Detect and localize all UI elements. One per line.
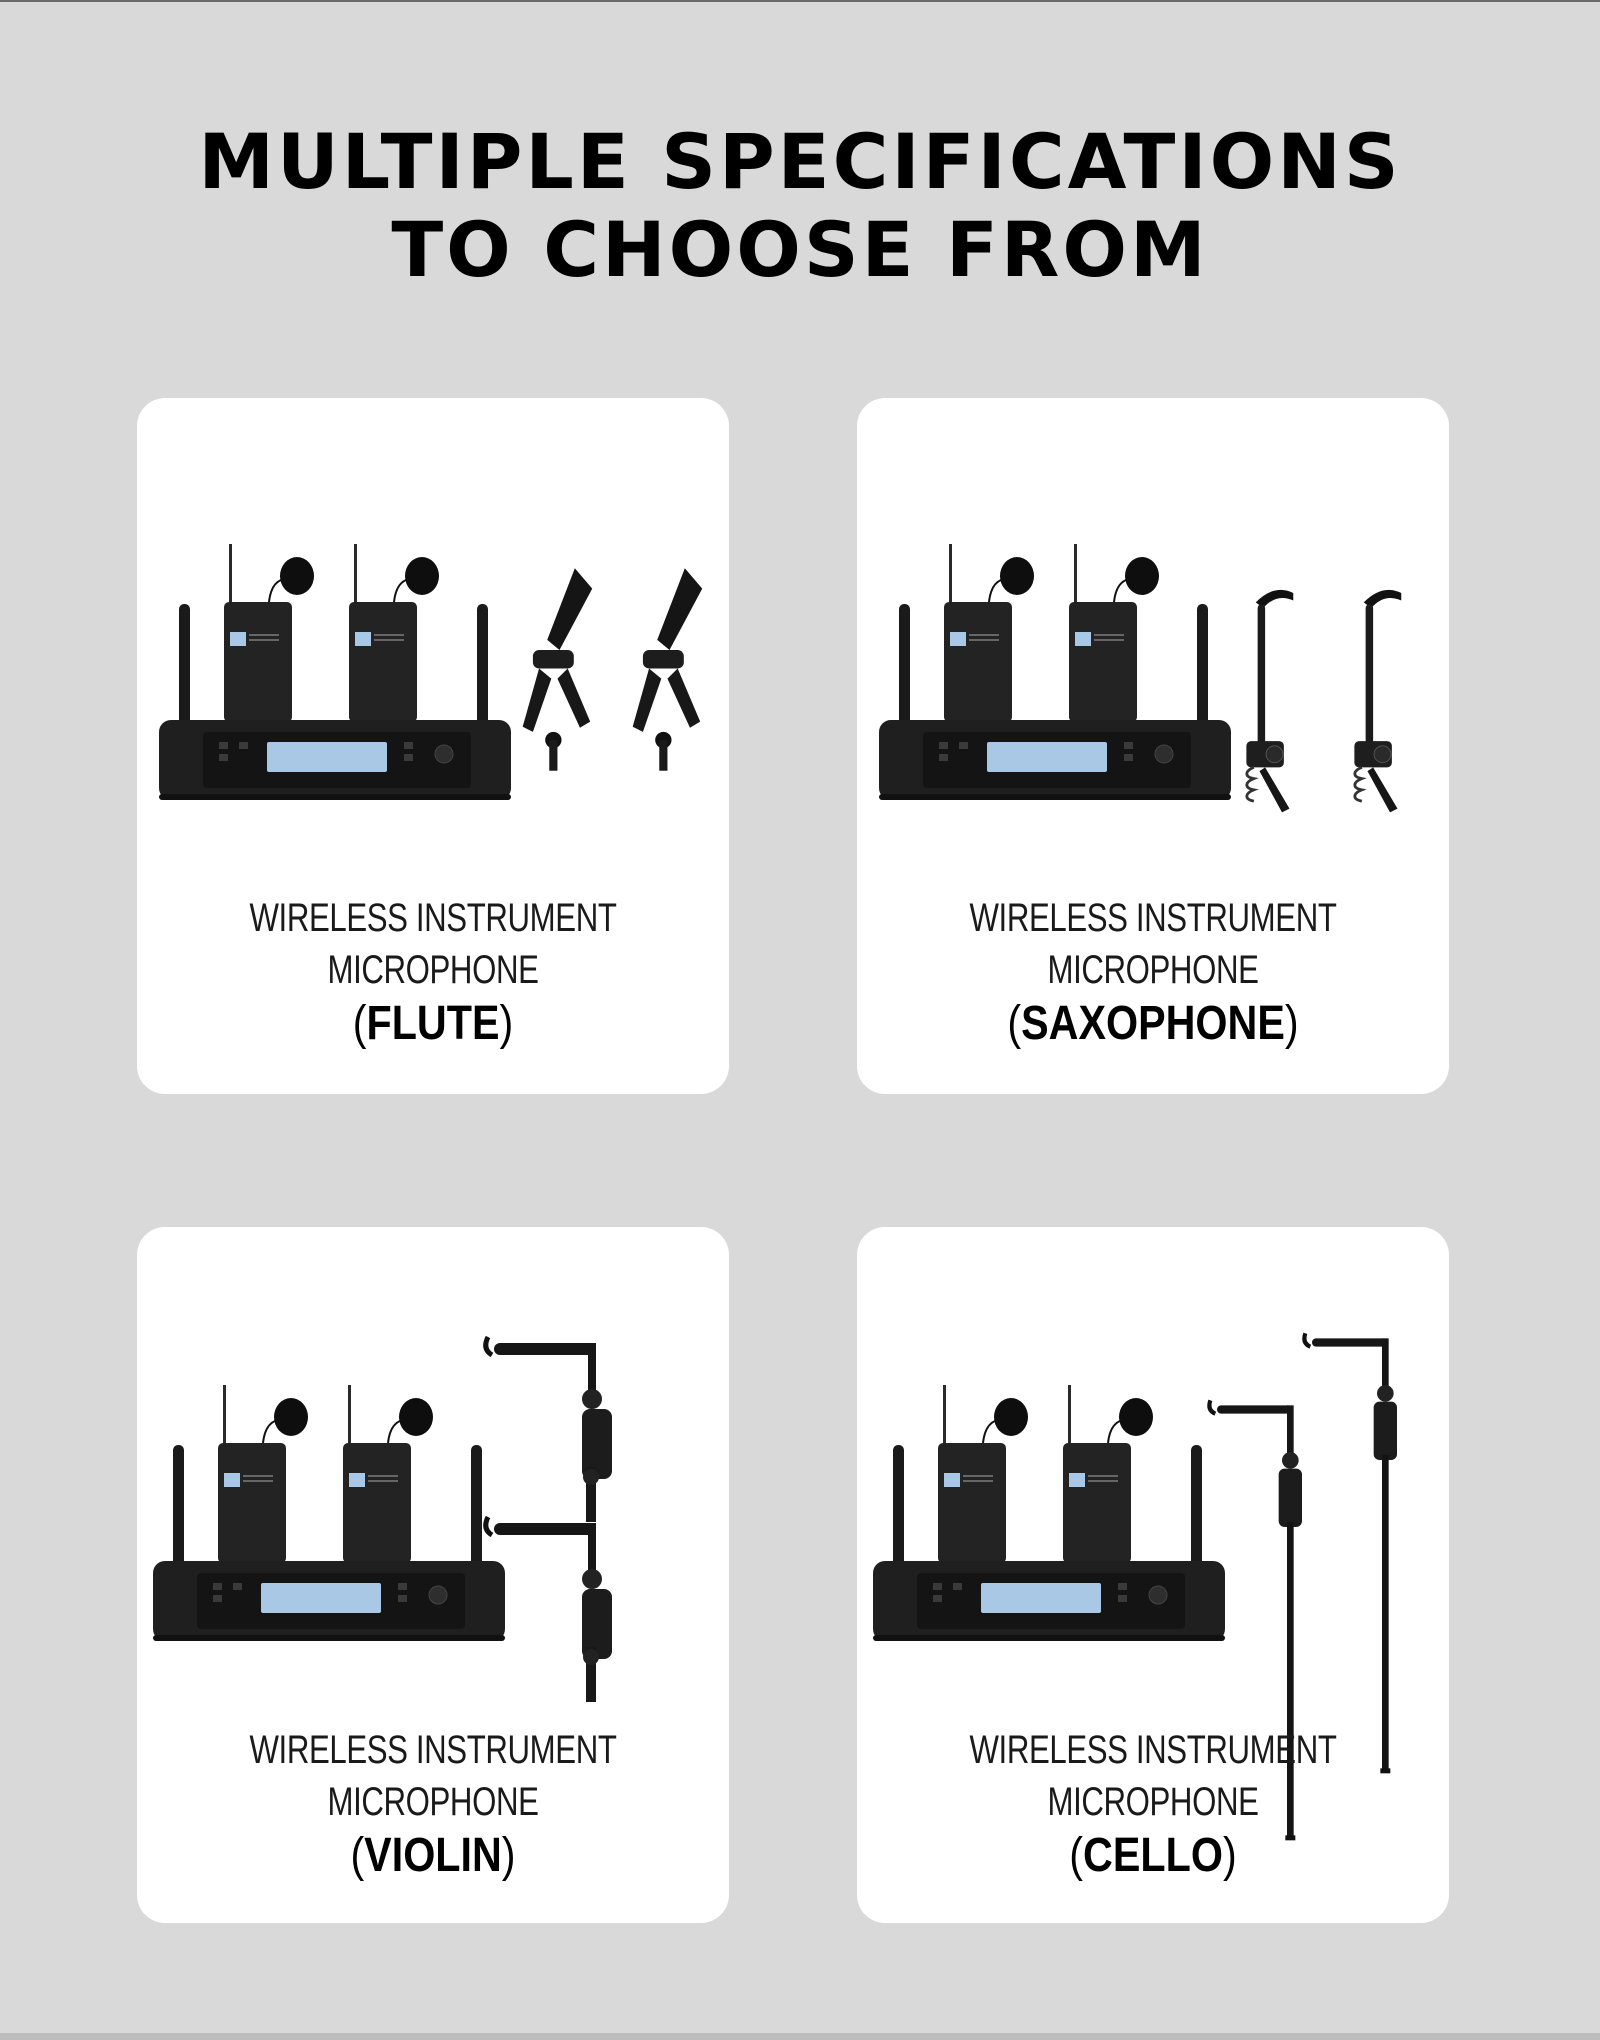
caption-line-2: MICROPHONE [327,1780,539,1824]
clamp-mount-icon [522,568,703,771]
caption-variant: (FLUTE) [352,997,514,1050]
product-card-cello[interactable]: WIRELESS INSTRUMENT MICROPHONE (CELLO) [857,1227,1449,1923]
caption-variant: (SAXOPHONE) [1007,997,1299,1050]
product-card-violin[interactable]: WIRELESS INSTRUMENT MICROPHONE (VIOLIN) [137,1227,729,1923]
variant-name: FLUTE [366,997,500,1050]
variant-name: CELLO [1083,1829,1223,1882]
product-card-saxophone[interactable]: WIRELESS INSTRUMENT MICROPHONE (SAXOPHON… [857,398,1449,1094]
caption-line-2: MICROPHONE [327,948,539,992]
variant-name: VIOLIN [364,1829,502,1882]
caption-line-1: WIRELESS INSTRUMENT [969,896,1337,940]
caption-line-1: WIRELESS INSTRUMENT [249,896,617,940]
short-arm-clip-icon [486,1337,612,1702]
product-caption: WIRELESS INSTRUMENT MICROPHONE (CELLO) [857,1724,1449,1884]
product-card-flute[interactable]: WIRELESS INSTRUMENT MICROPHONE (FLUTE) [137,398,729,1094]
caption-line-1: WIRELESS INSTRUMENT [969,1728,1337,1772]
product-caption: WIRELESS INSTRUMENT MICROPHONE (FLUTE) [137,892,729,1052]
product-caption: WIRELESS INSTRUMENT MICROPHONE (SAXOPHON… [857,892,1449,1052]
bottom-border [0,2033,1600,2040]
gooseneck-clip-icon [1244,588,1403,814]
caption-line-2: MICROPHONE [1047,948,1259,992]
caption-line-2: MICROPHONE [1047,1780,1259,1824]
page-title-line-2: TO CHOOSE FROM [391,205,1209,294]
product-caption: WIRELESS INSTRUMENT MICROPHONE (VIOLIN) [137,1724,729,1884]
caption-line-1: WIRELESS INSTRUMENT [249,1728,617,1772]
variant-name: SAXOPHONE [1021,997,1285,1050]
caption-variant: (VIOLIN) [350,1829,516,1882]
top-border [0,0,1600,2]
page-title: MULTIPLE SPECIFICATIONS TO CHOOSE FROM [0,118,1600,294]
caption-variant: (CELLO) [1069,1829,1237,1882]
page-title-line-1: MULTIPLE SPECIFICATIONS [198,117,1402,206]
